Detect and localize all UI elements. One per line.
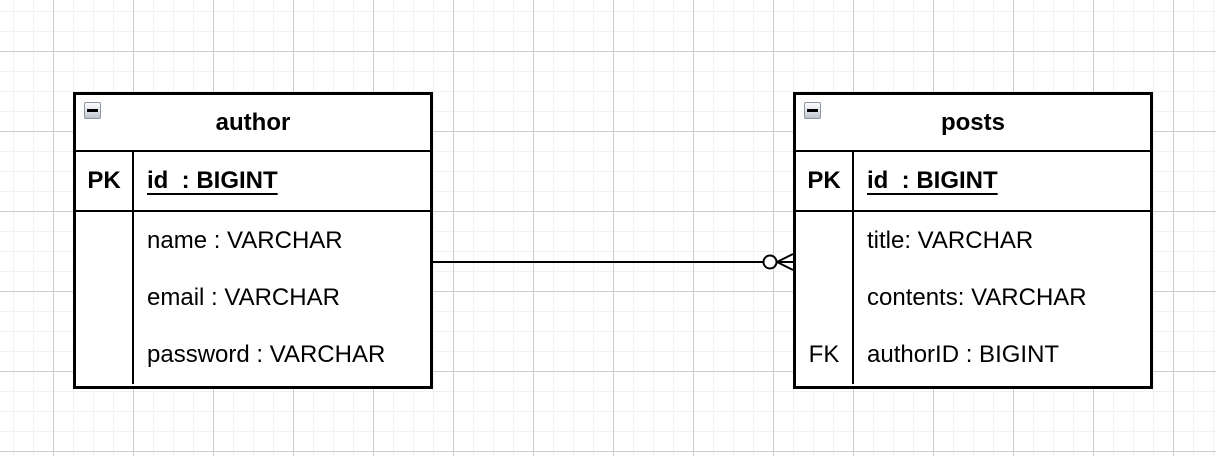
zero-or-many-marker <box>762 253 794 271</box>
field-key-cell <box>796 269 854 327</box>
collapse-button[interactable] <box>804 102 821 119</box>
field-key-cell <box>76 212 134 270</box>
field-row[interactable]: FK authorID : BIGINT <box>796 326 1150 384</box>
field-row[interactable]: title: VARCHAR <box>796 212 1150 270</box>
entity-title: posts <box>940 108 1005 136</box>
entity-title: author <box>215 108 291 136</box>
entity-posts-header[interactable]: posts <box>796 95 1150 152</box>
entity-posts[interactable]: posts PK id : BIGINT title: VARCHAR cont… <box>793 92 1153 389</box>
minus-icon <box>807 109 818 112</box>
field-value-cell: authorID : BIGINT <box>867 341 1060 369</box>
pk-key-cell: PK <box>796 152 854 210</box>
crows-foot-icon <box>776 253 794 271</box>
pk-row[interactable]: PK id : BIGINT <box>796 152 1150 212</box>
field-key-cell <box>796 212 854 270</box>
entity-posts-body: title: VARCHAR contents: VARCHAR FK auth… <box>796 212 1150 384</box>
field-row[interactable]: contents: VARCHAR <box>796 269 1150 327</box>
field-value-cell: password : VARCHAR <box>147 341 386 369</box>
pk-field-cell: id : BIGINT <box>147 167 278 194</box>
field-row[interactable]: email : VARCHAR <box>76 269 430 327</box>
relationship-line[interactable] <box>433 253 794 271</box>
field-value-cell: email : VARCHAR <box>147 283 340 311</box>
zero-circle-icon <box>762 254 778 270</box>
field-row[interactable]: name : VARCHAR <box>76 212 430 270</box>
entity-author[interactable]: author PK id : BIGINT name : VARCHAR ema… <box>73 92 433 389</box>
field-value-cell: contents: VARCHAR <box>867 283 1087 311</box>
field-key-cell <box>76 269 134 327</box>
entity-author-header[interactable]: author <box>76 95 430 152</box>
pk-row[interactable]: PK id : BIGINT <box>76 152 430 212</box>
collapse-button[interactable] <box>84 102 101 119</box>
minus-icon <box>87 109 98 112</box>
field-key-cell: FK <box>796 326 854 384</box>
pk-key-cell: PK <box>76 152 134 210</box>
entity-author-body: name : VARCHAR email : VARCHAR password … <box>76 212 430 384</box>
field-row[interactable]: password : VARCHAR <box>76 326 430 384</box>
field-value-cell: title: VARCHAR <box>867 226 1034 254</box>
field-value-cell: name : VARCHAR <box>147 226 343 254</box>
field-key-cell <box>76 326 134 384</box>
pk-field-cell: id : BIGINT <box>867 167 998 194</box>
